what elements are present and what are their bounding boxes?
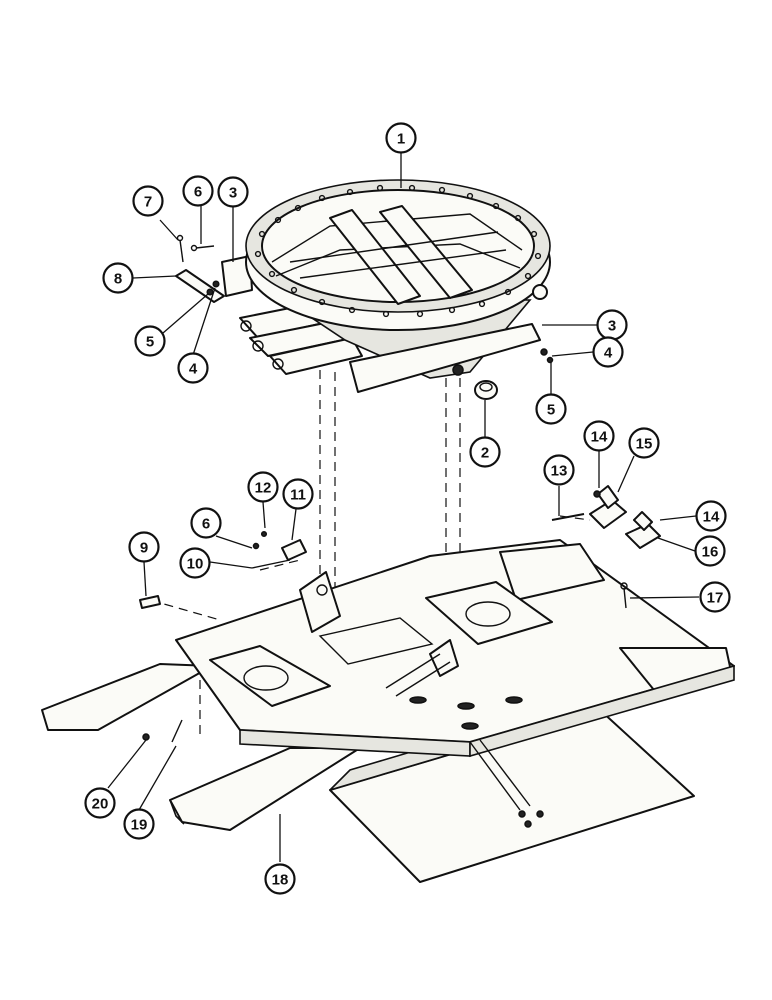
callout-circle <box>264 863 296 895</box>
callout-c11: 11 <box>282 478 314 510</box>
pivot-brackets <box>551 485 661 609</box>
callout-circle <box>247 471 279 503</box>
lower-left-hardware <box>139 530 307 743</box>
callout-c6a: 6 <box>182 175 214 207</box>
callout-c3a: 3 <box>217 176 249 208</box>
callout-circle <box>134 325 166 357</box>
callout-number: 20 <box>92 796 109 813</box>
callout-circle <box>628 427 660 459</box>
callout-circle <box>469 436 501 468</box>
callout-circle <box>123 808 155 840</box>
callout-c20: 20 <box>84 787 116 819</box>
callout-c14a: 14 <box>583 420 615 452</box>
callout-circle <box>535 393 567 425</box>
callout-number: 19 <box>131 817 148 834</box>
callout-number: 6 <box>194 184 202 201</box>
callout-circle <box>102 262 134 294</box>
callout-number: 12 <box>255 480 272 497</box>
callout-c17: 17 <box>699 581 731 613</box>
callout-circle <box>190 507 222 539</box>
callout-number: 1 <box>397 131 405 148</box>
callout-c5a: 5 <box>134 325 166 357</box>
callout-circle <box>695 500 727 532</box>
callout-c16: 16 <box>694 535 726 567</box>
callout-c8: 8 <box>102 262 134 294</box>
callout-number: 13 <box>551 463 568 480</box>
grease-fitting-part <box>474 380 498 400</box>
callout-number: 11 <box>290 487 306 504</box>
base-frame-assembly <box>41 539 735 883</box>
callout-number: 5 <box>146 334 154 351</box>
upper-right-hardware <box>540 348 554 364</box>
callout-circle <box>282 478 314 510</box>
callout-number: 9 <box>140 540 148 557</box>
callout-circle <box>583 420 615 452</box>
callout-c14b: 14 <box>695 500 727 532</box>
callout-number: 5 <box>547 402 555 419</box>
callout-number: 14 <box>703 509 720 526</box>
callout-number: 3 <box>608 318 616 335</box>
callout-circle <box>385 122 417 154</box>
callout-c2: 2 <box>469 436 501 468</box>
callout-number: 15 <box>636 436 653 453</box>
callout-circle <box>217 176 249 208</box>
callout-number: 16 <box>702 544 719 561</box>
callout-circle <box>84 787 116 819</box>
callout-number: 14 <box>591 429 608 446</box>
callout-c6b: 6 <box>190 507 222 539</box>
callout-c10: 10 <box>179 547 211 579</box>
callout-c12: 12 <box>247 471 279 503</box>
callout-c4a: 4 <box>177 352 209 384</box>
upper-left-hardware <box>175 234 225 303</box>
callout-c18: 18 <box>264 863 296 895</box>
callout-c7: 7 <box>132 185 164 217</box>
callout-circle <box>182 175 214 207</box>
callout-number: 18 <box>272 872 289 889</box>
callout-circle <box>128 531 160 563</box>
callout-c13: 13 <box>543 454 575 486</box>
leader-lines <box>107 153 700 862</box>
callout-number: 4 <box>189 361 198 378</box>
callout-number: 10 <box>187 556 204 573</box>
callout-circle <box>543 454 575 486</box>
callout-circle <box>694 535 726 567</box>
callout-c3b: 3 <box>596 309 628 341</box>
callout-circle <box>592 336 624 368</box>
callout-c5b: 5 <box>535 393 567 425</box>
callout-number: 7 <box>144 194 152 211</box>
callout-number: 8 <box>114 271 122 288</box>
callout-c4b: 4 <box>592 336 624 368</box>
callout-circle <box>179 547 211 579</box>
callout-c15: 15 <box>628 427 660 459</box>
callout-c9: 9 <box>128 531 160 563</box>
callout-number: 3 <box>229 185 237 202</box>
callout-circle <box>177 352 209 384</box>
callout-number: 17 <box>707 590 724 607</box>
callout-c1: 1 <box>385 122 417 154</box>
callout-number: 6 <box>202 516 210 533</box>
callout-circle <box>132 185 164 217</box>
callout-number: 2 <box>481 445 489 462</box>
callout-c19: 19 <box>123 808 155 840</box>
callout-number: 4 <box>604 345 613 362</box>
callout-circle <box>699 581 731 613</box>
turntable-ring-assembly <box>221 179 551 393</box>
